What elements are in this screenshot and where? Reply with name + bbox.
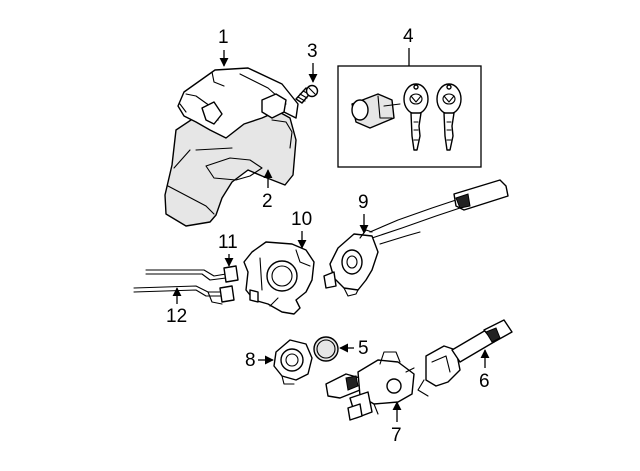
callout-11: 11 (218, 232, 238, 267)
callout-number-4: 4 (403, 26, 414, 47)
turn-signal-switch-part-9 (323, 179, 509, 297)
callout-number-10: 10 (291, 209, 312, 230)
callout-number-2: 2 (262, 191, 273, 212)
callout-number-11: 11 (218, 232, 238, 253)
callout-2: 2 (262, 169, 273, 212)
callout-number-6: 6 (479, 371, 490, 392)
callout-number-7: 7 (391, 425, 402, 446)
lock-cylinder (351, 93, 401, 129)
callout-12: 12 (166, 287, 187, 327)
wire-harness-part-11 (145, 265, 239, 283)
spiral-cable-part-10 (243, 241, 315, 315)
callout-3: 3 (307, 41, 318, 83)
callout-number-5: 5 (358, 338, 369, 359)
ring-part-8 (273, 339, 313, 385)
column-cover-lower-part-2 (164, 107, 297, 227)
callout-7: 7 (391, 401, 402, 446)
cap-part-5 (313, 336, 339, 362)
callout-9: 9 (358, 192, 369, 234)
switch-assembly-part-7 (325, 351, 415, 421)
callout-6: 6 (479, 349, 490, 392)
column-cover-upper-part-1 (177, 67, 299, 139)
callout-8: 8 (245, 350, 274, 371)
ignition-key-1 (403, 83, 429, 151)
callout-number-1: 1 (218, 27, 229, 48)
wire-harness-part-12 (133, 285, 235, 305)
callout-number-12: 12 (166, 306, 187, 327)
screw-part-3 (295, 84, 319, 104)
callout-5: 5 (339, 338, 369, 359)
callout-1: 1 (218, 27, 229, 67)
dimmer-switch-part-6 (417, 319, 513, 397)
callout-10: 10 (291, 209, 312, 249)
callout-number-8: 8 (245, 350, 256, 371)
ignition-key-2 (436, 83, 462, 151)
callout-number-9: 9 (358, 192, 369, 213)
callout-number-3: 3 (307, 41, 318, 62)
callout-4: 4 (403, 26, 414, 66)
